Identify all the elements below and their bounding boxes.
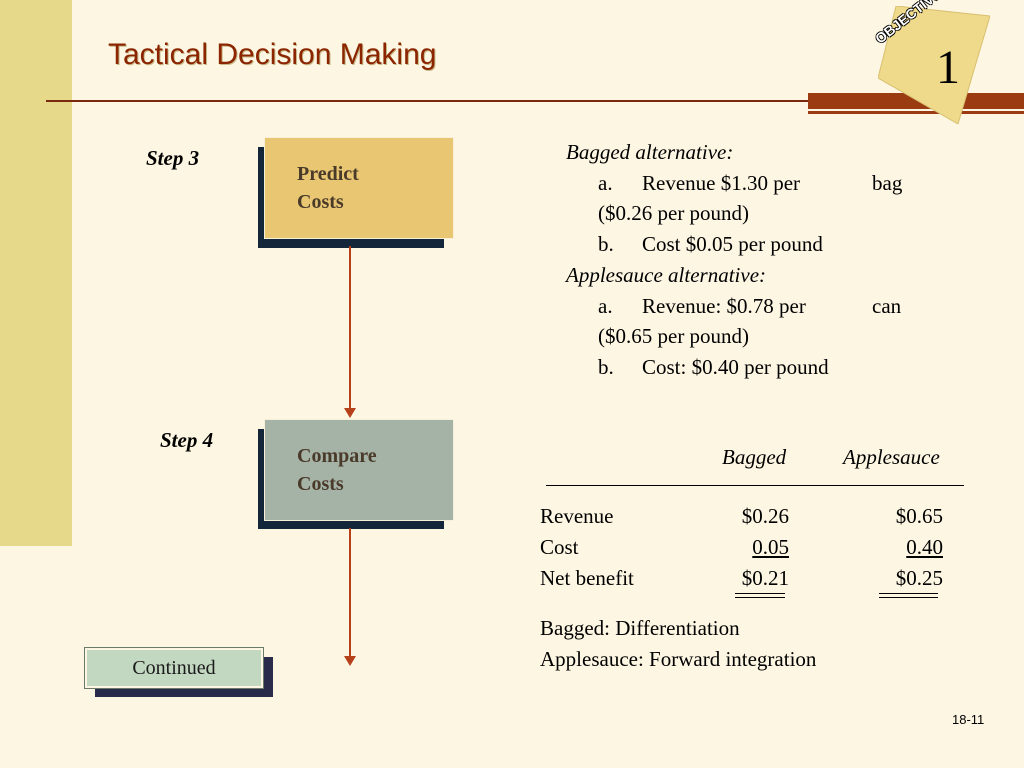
- summary-applesauce: Applesauce: Forward integration: [540, 647, 817, 671]
- arrow-step3-to-step4: [344, 246, 356, 418]
- row-label-net-benefit: Net benefit: [540, 566, 634, 590]
- step-3-label: Step 3: [146, 146, 200, 170]
- applesauce-item-b: b. Cost: $0.40 per pound: [566, 352, 986, 383]
- objective-badge: [878, 6, 990, 124]
- alternatives-list: Bagged alternative: a. Revenue $1.30 per b…: [566, 137, 986, 383]
- item-text: Revenue: $0.78 per: [642, 293, 806, 318]
- left-accent-bar: [0, 0, 72, 546]
- cell-revenue-applesauce: $0.65: [895, 504, 943, 528]
- cell-cost-bagged: 0.05: [752, 535, 789, 559]
- predict-costs-box: Predict Costs: [264, 137, 454, 239]
- step-4-label: Step 4: [160, 428, 214, 452]
- table-header-rule: [546, 485, 964, 486]
- arrow-step4-down: [344, 528, 356, 666]
- cell-net-benefit-bagged: $0.21: [741, 566, 789, 590]
- strategy-summary: Bagged: Differentiation Applesauce: Forw…: [540, 613, 816, 675]
- item-text: Cost $0.05 per pound: [642, 232, 823, 257]
- item-text: Cost: $0.40 per pound: [642, 354, 829, 379]
- bagged-item-b: b. Cost $0.05 per pound: [566, 229, 986, 260]
- applesauce-item-a: a. Revenue: $0.78 per can: [566, 291, 986, 322]
- bagged-item-a: a. Revenue $1.30 per bag: [566, 168, 986, 199]
- summary-bagged: Bagged: Differentiation: [540, 616, 740, 640]
- applesauce-heading: Applesauce alternative:: [566, 262, 767, 287]
- item-text: Revenue $1.30 per: [642, 170, 801, 195]
- objective-number: 1: [936, 41, 960, 94]
- item-unit: bag: [872, 170, 903, 195]
- applesauce-item-a-continued: ($0.65 per pound): [598, 324, 750, 349]
- item-letter: a.: [598, 293, 613, 318]
- double-underline-applesauce: [879, 593, 938, 598]
- item-letter: b.: [598, 232, 614, 257]
- title-rule-accent-line: [808, 111, 1024, 114]
- row-label-revenue: Revenue: [540, 504, 614, 528]
- slide-title: Tactical Decision Making: [108, 38, 437, 71]
- item-letter: b.: [598, 354, 614, 379]
- compare-costs-box: Compare Costs: [264, 419, 454, 521]
- row-label-cost: Cost: [540, 535, 579, 559]
- column-header-applesauce: Applesauce: [843, 445, 940, 469]
- title-rule-accent: [808, 93, 1024, 109]
- bagged-heading: Bagged alternative:: [566, 140, 734, 164]
- double-underline-bagged: [735, 593, 785, 598]
- cell-net-benefit-applesauce: $0.25: [895, 566, 943, 590]
- cell-revenue-bagged: $0.26: [741, 504, 789, 528]
- page-number: 18-11: [952, 712, 985, 727]
- continued-button[interactable]: Continued: [84, 647, 264, 689]
- item-unit: can: [872, 293, 902, 318]
- item-letter: a.: [598, 170, 613, 195]
- title-underline: [46, 100, 816, 102]
- column-header-bagged: Bagged: [722, 445, 787, 469]
- cell-cost-applesauce: 0.40: [906, 535, 943, 559]
- bagged-item-a-continued: ($0.26 per pound): [598, 201, 750, 226]
